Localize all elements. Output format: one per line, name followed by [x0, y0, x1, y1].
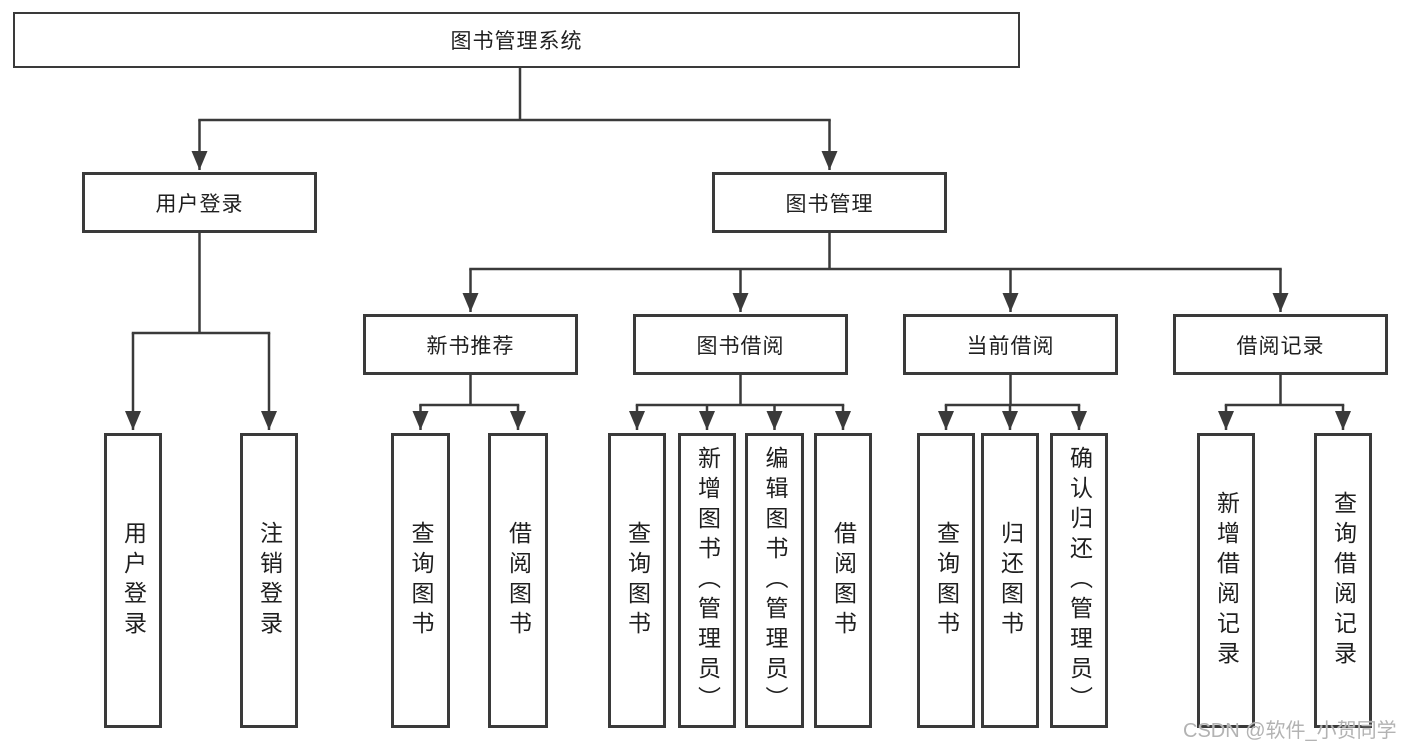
- leaf-borrowing-edit-books-admin: 编辑图书（管理员）: [745, 433, 804, 728]
- node-user-login: 用户登录: [82, 172, 317, 233]
- leaf-current-return-books: 归还图书: [981, 433, 1039, 728]
- leaf-newbook-borrow-books: 借阅图书: [488, 433, 548, 728]
- leaf-user-login: 用户登录: [104, 433, 162, 728]
- leaf-current-query-books: 查询图书: [917, 433, 975, 728]
- node-borrowing-records: 借阅记录: [1173, 314, 1388, 375]
- csdn-watermark: CSDN @软件_小贺同学: [1183, 720, 1397, 742]
- node-new-book-recommendation: 新书推荐: [363, 314, 578, 375]
- leaf-records-query-borrow-record: 查询借阅记录: [1314, 433, 1372, 728]
- node-library-management-system: 图书管理系统: [13, 12, 1020, 68]
- leaf-records-add-borrow-record: 新增借阅记录: [1197, 433, 1255, 728]
- node-book-management: 图书管理: [712, 172, 947, 233]
- node-book-borrowing: 图书借阅: [633, 314, 848, 375]
- node-current-borrowing: 当前借阅: [903, 314, 1118, 375]
- leaf-newbook-query-books: 查询图书: [391, 433, 450, 728]
- leaf-borrowing-borrow-books: 借阅图书: [814, 433, 872, 728]
- leaf-borrowing-query-books: 查询图书: [608, 433, 666, 728]
- leaf-borrowing-add-books-admin: 新增图书（管理员）: [678, 433, 736, 728]
- leaf-logout: 注销登录: [240, 433, 298, 728]
- leaf-current-confirm-return-admin: 确认归还（管理员）: [1050, 433, 1108, 728]
